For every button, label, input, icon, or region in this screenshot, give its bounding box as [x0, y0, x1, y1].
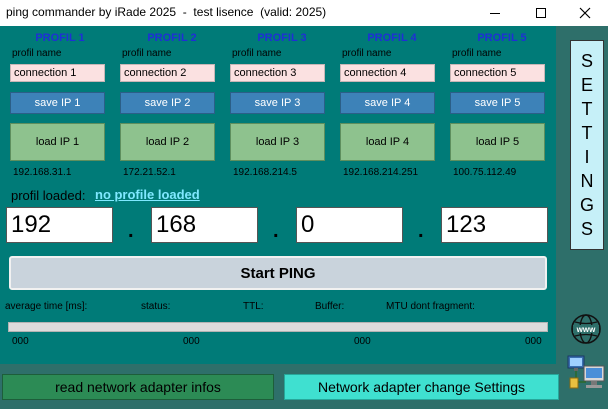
profile-3-name-label: profil name	[232, 48, 282, 59]
load-ip-1-button[interactable]: load IP 1	[10, 123, 105, 161]
settings-letter: I	[584, 147, 590, 167]
settings-letter: T	[581, 99, 593, 119]
profile-1-name-input[interactable]	[10, 64, 105, 82]
settings-letter: S	[580, 51, 593, 71]
ip-octet-3-input[interactable]	[296, 207, 403, 243]
close-icon	[579, 7, 591, 19]
minimize-icon	[490, 12, 500, 14]
profile-4-header: PROFIL 4	[367, 32, 417, 44]
ping-progress-bar	[8, 322, 548, 332]
profile-5-ip: 100.75.112.49	[453, 167, 517, 178]
ip-dot-3: .	[418, 220, 424, 242]
settings-letter: E	[580, 75, 593, 95]
settings-letter: G	[579, 195, 594, 215]
maximize-icon	[536, 8, 546, 18]
ip-dot-2: .	[273, 220, 279, 242]
profile-1-header: PROFIL 1	[35, 32, 85, 44]
buffer-label: Buffer:	[315, 301, 345, 312]
save-ip-4-button[interactable]: save IP 4	[340, 92, 435, 114]
save-ip-3-button[interactable]: save IP 3	[230, 92, 325, 114]
settings-button[interactable]: S E T T I N G S	[570, 40, 604, 250]
read-network-adapter-button[interactable]: read network adapter infos	[2, 374, 274, 400]
profile-5-header: PROFIL 5	[477, 32, 527, 44]
profile-4-name-label: profil name	[342, 48, 392, 59]
profile-2-header: PROFIL 2	[147, 32, 197, 44]
profile-2-name-label: profil name	[122, 48, 172, 59]
save-ip-2-button[interactable]: save IP 2	[120, 92, 215, 114]
www-globe-icon[interactable]: www	[570, 313, 602, 345]
title-bar: ping commander by iRade 2025 - test lise…	[0, 0, 608, 26]
settings-letter: N	[580, 171, 594, 191]
settings-letter: T	[581, 123, 593, 143]
svg-text:www: www	[576, 325, 596, 334]
profile-4-name-input[interactable]	[340, 64, 435, 82]
ip-dot-1: .	[128, 220, 134, 242]
average-time-value: 000	[12, 336, 29, 347]
ip-octet-4-input[interactable]	[441, 207, 548, 243]
load-ip-2-button[interactable]: load IP 2	[120, 123, 215, 161]
window-title: ping commander by iRade 2025 - test lise…	[6, 5, 327, 19]
profile-loaded-link[interactable]: no profile loaded	[95, 187, 200, 202]
maximize-button[interactable]	[518, 0, 564, 26]
profile-3-name-input[interactable]	[230, 64, 325, 82]
mtu-label: MTU dont fragment:	[386, 301, 475, 312]
profile-4-ip: 192.168.214.251	[343, 167, 419, 178]
ttl-label: TTL:	[243, 301, 264, 312]
close-button[interactable]	[562, 0, 608, 26]
load-ip-5-button[interactable]: load IP 5	[450, 123, 545, 161]
main-panel: PROFIL 1 profil name save IP 1 load IP 1…	[0, 26, 556, 364]
average-time-label: average time [ms]:	[5, 301, 88, 312]
ttl-value: 000	[354, 336, 371, 347]
profile-2-name-input[interactable]	[120, 64, 215, 82]
network-computers-icon[interactable]	[566, 352, 608, 392]
profile-3-ip: 192.168.214.5	[233, 167, 297, 178]
profile-1-ip: 192.168.31.1	[13, 167, 72, 178]
start-ping-button[interactable]: Start PING	[9, 256, 547, 290]
save-ip-1-button[interactable]: save IP 1	[10, 92, 105, 114]
minimize-button[interactable]	[472, 0, 518, 26]
status-label: status:	[141, 301, 171, 312]
save-ip-5-button[interactable]: save IP 5	[450, 92, 545, 114]
profile-1-name-label: profil name	[12, 48, 62, 59]
status-value: 000	[183, 336, 200, 347]
profile-5-name-input[interactable]	[450, 64, 545, 82]
network-adapter-settings-button[interactable]: Network adapter change Settings	[284, 374, 559, 400]
buffer-value: 000	[525, 336, 542, 347]
ip-octet-1-input[interactable]	[6, 207, 113, 243]
profile-5-name-label: profil name	[452, 48, 502, 59]
load-ip-4-button[interactable]: load IP 4	[340, 123, 435, 161]
load-ip-3-button[interactable]: load IP 3	[230, 123, 325, 161]
profile-loaded-label: profil loaded:	[11, 188, 86, 203]
ip-octet-2-input[interactable]	[151, 207, 258, 243]
profile-3-header: PROFIL 3	[257, 32, 307, 44]
profile-2-ip: 172.21.52.1	[123, 167, 176, 178]
settings-letter: S	[580, 219, 593, 239]
